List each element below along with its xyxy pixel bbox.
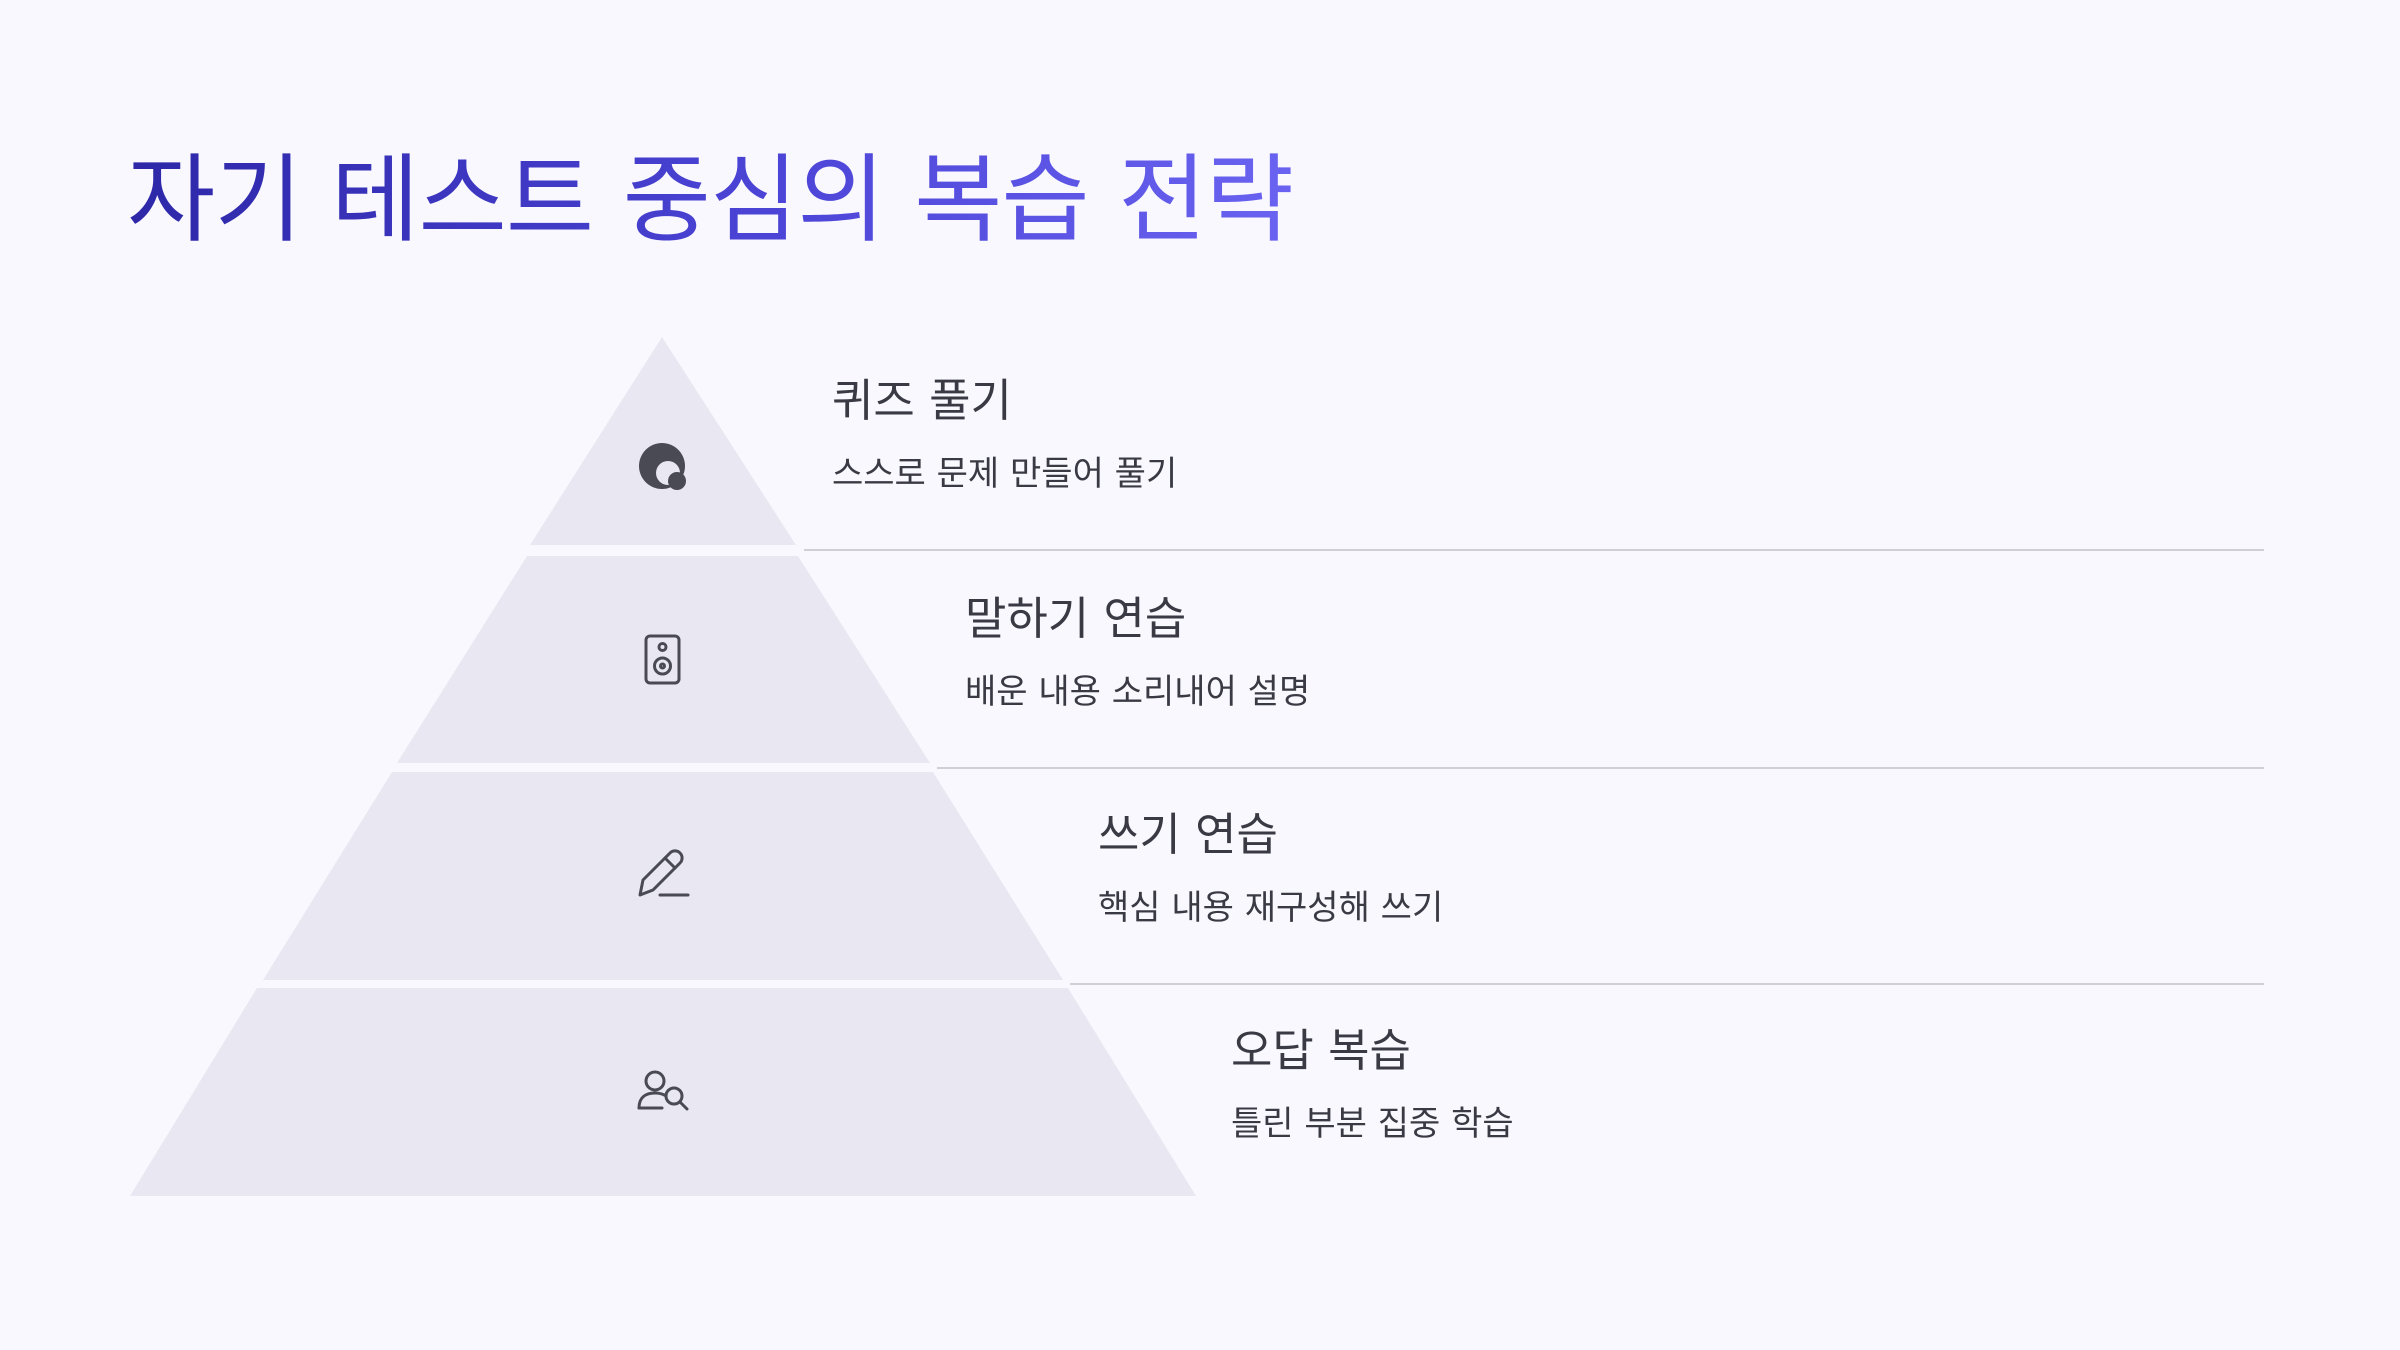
tier-heading: 퀴즈 풀기 xyxy=(832,374,1012,427)
tier-description: 배운 내용 소리내어 설명 xyxy=(965,672,1311,712)
tier-heading: 말하기 연습 xyxy=(965,592,1187,645)
quiz-icon xyxy=(639,443,686,490)
tier-description: 핵심 내용 재구성해 쓰기 xyxy=(1098,888,1444,928)
tier-heading: 오답 복습 xyxy=(1231,1024,1411,1077)
tier-item-1: 퀴즈 풀기 스스로 문제 만들어 풀기 xyxy=(832,378,1177,491)
page-title: 자기 테스트 중심의 복습 전략 xyxy=(127,144,1294,256)
pyramid-tier-3 xyxy=(263,772,1063,980)
tier-description: 스스로 문제 만들어 풀기 xyxy=(832,454,1178,494)
tier-item-4: 오답 복습 틀린 부분 집중 학습 xyxy=(1231,1028,1514,1141)
tier-description: 틀린 부분 집중 학습 xyxy=(1231,1104,1514,1144)
pencil-icon xyxy=(638,849,690,897)
user-search-icon xyxy=(637,1070,689,1111)
pyramid-tier-1 xyxy=(530,337,796,545)
pyramid-tier-4 xyxy=(130,988,1196,1196)
speaker-icon xyxy=(644,634,681,685)
tier-heading: 쓰기 연습 xyxy=(1098,808,1278,861)
tier-item-2: 말하기 연습 배운 내용 소리내어 설명 xyxy=(965,596,1310,709)
tier-item-3: 쓰기 연습 핵심 내용 재구성해 쓰기 xyxy=(1098,812,1443,925)
